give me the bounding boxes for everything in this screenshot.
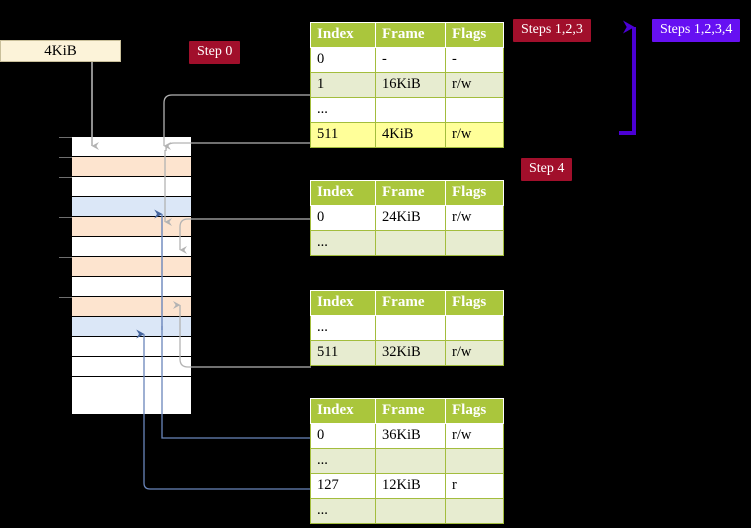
- table-row: ...: [310, 315, 504, 341]
- physical-memory-column: [71, 136, 191, 415]
- table-row: 127 12KiB r: [310, 473, 504, 499]
- cell-flags: [445, 448, 504, 474]
- cell-index: ...: [310, 448, 376, 474]
- col-header-frame: Frame: [375, 290, 446, 316]
- memory-tick: [59, 177, 72, 178]
- col-header-flags: Flags: [445, 180, 504, 206]
- cell-flags: [445, 315, 504, 341]
- memory-row: [72, 217, 191, 237]
- cell-frame: [375, 315, 446, 341]
- memory-row: [72, 337, 191, 357]
- table-row: 511 32KiB r/w: [310, 340, 504, 366]
- table-row: ...: [310, 97, 504, 123]
- cell-index: 1: [310, 72, 376, 98]
- cell-index: 0: [310, 47, 376, 73]
- memory-size-box: 4KiB: [0, 40, 121, 62]
- col-header-frame: Frame: [375, 180, 446, 206]
- cell-index: 0: [310, 423, 376, 449]
- memory-row: [72, 357, 191, 377]
- memory-tick: [59, 157, 72, 158]
- cell-frame: 12KiB: [375, 473, 446, 499]
- table-row: 0 - -: [310, 47, 504, 73]
- memory-row: [72, 237, 191, 257]
- cell-flags: r/w: [445, 72, 504, 98]
- memory-row: [72, 177, 191, 197]
- badge-steps-1-2-3-4: Steps 1,2,3,4: [652, 19, 741, 42]
- table-header-row: Index Frame Flags: [310, 290, 504, 316]
- cell-index: ...: [310, 315, 376, 341]
- table-row: 0 36KiB r/w: [310, 423, 504, 449]
- cell-frame: [375, 448, 446, 474]
- memory-row: [72, 137, 191, 157]
- badge-step-4: Step 4: [521, 158, 573, 181]
- cell-frame: -: [375, 47, 446, 73]
- col-header-flags: Flags: [445, 398, 504, 424]
- wire-t2-511-to-memory: [173, 301, 311, 368]
- page-table-level-1: Index Frame Flags 0 36KiB r/w ... 127 12…: [310, 398, 504, 524]
- cell-frame: [375, 97, 446, 123]
- table-row: ...: [310, 230, 504, 256]
- cell-flags: -: [445, 47, 504, 73]
- badge-step-0: Step 0: [189, 41, 241, 64]
- memory-row: [72, 157, 191, 177]
- page-table-level-3: Index Frame Flags 0 24KiB r/w ...: [310, 180, 504, 256]
- cell-index: ...: [310, 97, 376, 123]
- col-header-flags: Flags: [445, 22, 504, 48]
- cell-index: 0: [310, 205, 376, 231]
- memory-row: [72, 277, 191, 297]
- cell-frame: 36KiB: [375, 423, 446, 449]
- col-header-index: Index: [310, 22, 376, 48]
- col-header-index: Index: [310, 290, 376, 316]
- memory-tick: [59, 137, 72, 138]
- cell-flags: r/w: [445, 205, 504, 231]
- memory-size-label: 4KiB: [44, 42, 77, 59]
- memory-row: [72, 297, 191, 317]
- wire-t1-row0-to-memory: [179, 218, 311, 254]
- cell-frame: 16KiB: [375, 72, 446, 98]
- col-header-flags: Flags: [445, 290, 504, 316]
- memory-tick: [59, 257, 72, 258]
- memory-tick: [59, 297, 72, 298]
- table-header-row: Index Frame Flags: [310, 398, 504, 424]
- cell-frame: 32KiB: [375, 340, 446, 366]
- memory-tick: [59, 217, 72, 218]
- page-table-level-4: Index Frame Flags 0 - - 1 16KiB r/w ...: [310, 22, 504, 148]
- cell-frame: 4KiB: [375, 122, 446, 148]
- wire-violet-bracket: [619, 20, 636, 135]
- col-header-frame: Frame: [375, 22, 446, 48]
- cell-index: 511: [310, 340, 376, 366]
- cell-index: ...: [310, 498, 376, 524]
- cell-frame: [375, 498, 446, 524]
- memory-row: [72, 197, 191, 217]
- cell-index: 511: [310, 122, 376, 148]
- cell-index: ...: [310, 230, 376, 256]
- table-row: ...: [310, 498, 504, 524]
- badge-steps-1-2-3: Steps 1,2,3: [513, 19, 591, 42]
- cell-frame: [375, 230, 446, 256]
- cell-flags: r: [445, 473, 504, 499]
- memory-row: [72, 394, 191, 414]
- table-row: ...: [310, 448, 504, 474]
- table-row: 511 4KiB r/w: [310, 122, 504, 148]
- cell-flags: r/w: [445, 423, 504, 449]
- memory-row: [72, 257, 191, 277]
- cell-flags: [445, 498, 504, 524]
- cell-index: 127: [310, 473, 376, 499]
- table-row: 1 16KiB r/w: [310, 72, 504, 98]
- cell-flags: [445, 230, 504, 256]
- cell-flags: r/w: [445, 340, 504, 366]
- col-header-index: Index: [310, 398, 376, 424]
- col-header-index: Index: [310, 180, 376, 206]
- cell-flags: [445, 97, 504, 123]
- table-header-row: Index Frame Flags: [310, 180, 504, 206]
- page-table-level-2: Index Frame Flags ... 511 32KiB r/w: [310, 290, 504, 366]
- table-header-row: Index Frame Flags: [310, 22, 504, 48]
- cell-frame: 24KiB: [375, 205, 446, 231]
- memory-row: [72, 317, 191, 337]
- table-row: 0 24KiB r/w: [310, 205, 504, 231]
- col-header-frame: Frame: [375, 398, 446, 424]
- cell-flags: r/w: [445, 122, 504, 148]
